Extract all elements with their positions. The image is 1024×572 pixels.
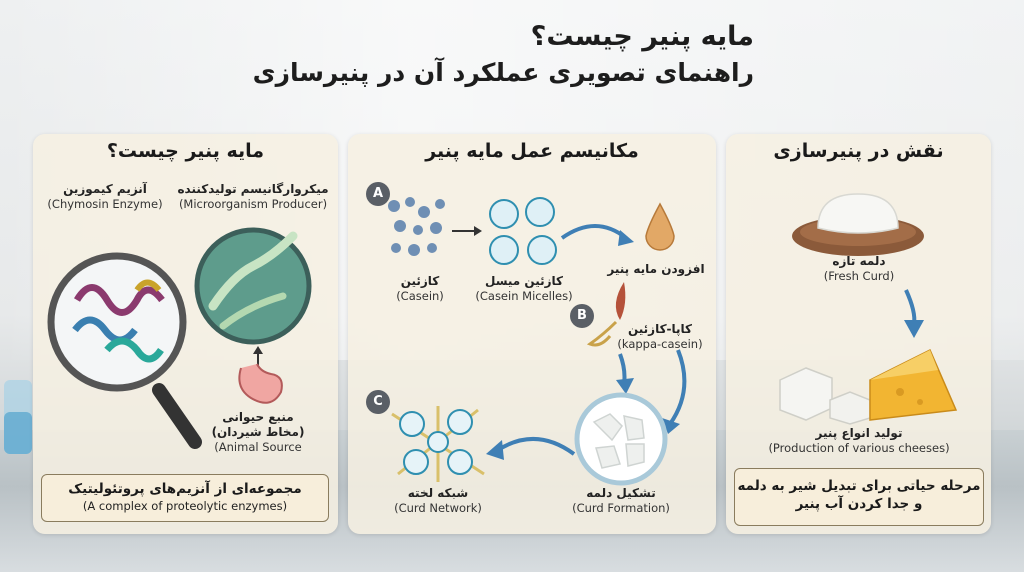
fresh-curd-label: دلمه تازه (Fresh Curd)	[796, 254, 922, 284]
micelles-label-en: (Casein Micelles)	[475, 289, 573, 303]
enzyme-label: آنزیم کیموزین (Chymosin Enzyme)	[35, 182, 175, 212]
enzyme-label-fa: آنزیم کیموزین	[63, 182, 147, 196]
right-note-fa-1: مرحله حیاتی برای تبدیل شیر به دلمه	[737, 478, 981, 494]
left-note-en: (A complex of proteolytic enzymes)	[82, 499, 288, 513]
animal-source-fa-1: منبع حیوانی	[222, 410, 294, 424]
left-note-box: مجموعه‌ای از آنزیم‌های پروتئولیتیک (A co…	[41, 474, 329, 522]
arrow-down-to-curd	[616, 353, 634, 394]
curd-network-en: (Curd Network)	[394, 501, 482, 515]
micelles-label-fa: کازئین میسل	[484, 274, 564, 288]
kappa-casein-en: (kappa-casein)	[617, 337, 703, 351]
right-note-box: مرحله حیاتی برای تبدیل شیر به دلمه و جدا…	[734, 468, 984, 526]
panel-title: نقش در پنیرسازی	[773, 140, 944, 162]
casein-label: کازئین (Casein)	[378, 274, 462, 304]
step-c-badge: C	[366, 390, 390, 414]
panel-rennet-mechanism: مکانیسم عمل مایه پنیر A B C کازئین (Case…	[348, 134, 716, 534]
animal-source-en: (Animal Source	[214, 440, 302, 454]
microorganism-label-en: (Microorganism Producer)	[178, 197, 328, 211]
add-rennet-fa: افزودن مایه پنیر	[607, 262, 705, 276]
step-b-badge: B	[570, 304, 594, 328]
cheeses-label: تولید انواع پنیر (Production of various …	[754, 426, 964, 456]
fresh-curd-fa: دلمه تازه	[832, 254, 886, 268]
left-note-fa: مجموعه‌ای از آنزیم‌های پروتئولیتیک	[68, 481, 302, 497]
panel-title: مایه پنیر چیست؟	[106, 140, 265, 162]
arrow-casein-to-micelles	[452, 226, 482, 236]
panel-what-is-rennet: مایه پنیر چیست؟ آنزیم کیموزین (Chymosin …	[33, 134, 338, 534]
kappa-casein-fa: کاپا-کازئین	[627, 322, 693, 336]
main-title: مایه پنیر چیست؟ راهنمای تصویری عملکرد آن…	[253, 18, 754, 90]
casein-micelles-icon	[489, 197, 557, 265]
magnifier-chymosin-protein-icon	[47, 252, 202, 449]
curd-network-icon	[391, 406, 485, 482]
enzyme-label-en: (Chymosin Enzyme)	[47, 197, 163, 211]
right-note-fa-2: و جدا کردن آب پنیر	[795, 496, 923, 512]
casein-label-en: (Casein)	[396, 289, 444, 303]
curd-formation-en: (Curd Formation)	[572, 501, 670, 515]
title-line-1: مایه پنیر چیست؟	[530, 21, 754, 52]
curd-formation-fa: تشکیل دلمه	[586, 486, 656, 500]
fresh-curd-en: (Fresh Curd)	[823, 269, 895, 283]
step-a-badge: A	[366, 182, 390, 206]
curd-formation-label: تشکیل دلمه (Curd Formation)	[554, 486, 688, 516]
various-cheeses-icon	[779, 348, 958, 425]
cheeses-en: (Production of various cheeses)	[768, 441, 950, 455]
cheeses-fa: تولید انواع پنیر	[815, 426, 903, 440]
arrow-curd-to-cheeses	[904, 289, 924, 338]
rennet-drop-icon	[645, 202, 675, 251]
fresh-curd-bowl-icon	[792, 193, 924, 256]
microorganism-label-fa: میکروارگانیسم تولیدکننده	[177, 182, 329, 196]
micelles-label: کازئین میسل (Casein Micelles)	[468, 274, 580, 304]
lab-glassware-illustration	[4, 380, 32, 454]
arrow-micelles-to-rennet	[560, 224, 634, 246]
arrow-curd-to-network	[486, 437, 576, 460]
stomach-icon	[238, 363, 283, 404]
kappa-casein-label: کاپا-کازئین (kappa-casein)	[612, 322, 708, 352]
curd-network-label: شبکه لخته (Curd Network)	[378, 486, 498, 516]
panel-title: مکانیسم عمل مایه پنیر	[425, 140, 639, 162]
casein-molecules-icon	[388, 197, 445, 256]
casein-label-fa: کازئین	[400, 274, 440, 288]
kappa-casein-chain-icon	[586, 282, 626, 347]
animal-source-label: منبع حیوانی (مخاط شیردان) (Animal Source	[203, 410, 313, 455]
title-line-2: راهنمای تصویری عملکرد آن در پنیرسازی	[252, 58, 754, 87]
microorganism-label: میکروارگانیسم تولیدکننده (Microorganism …	[173, 182, 333, 212]
curd-formation-icon	[574, 392, 668, 486]
panel-role-in-cheesemaking: نقش در پنیرسازی دلمه تازه (Fresh Curd) ت…	[726, 134, 991, 534]
animal-source-fa-2: (مخاط شیردان)	[211, 425, 305, 439]
add-rennet-label: افزودن مایه پنیر	[600, 262, 712, 277]
microorganism-bacteria-icon	[194, 227, 312, 345]
curd-network-fa: شبکه لخته	[407, 486, 469, 500]
